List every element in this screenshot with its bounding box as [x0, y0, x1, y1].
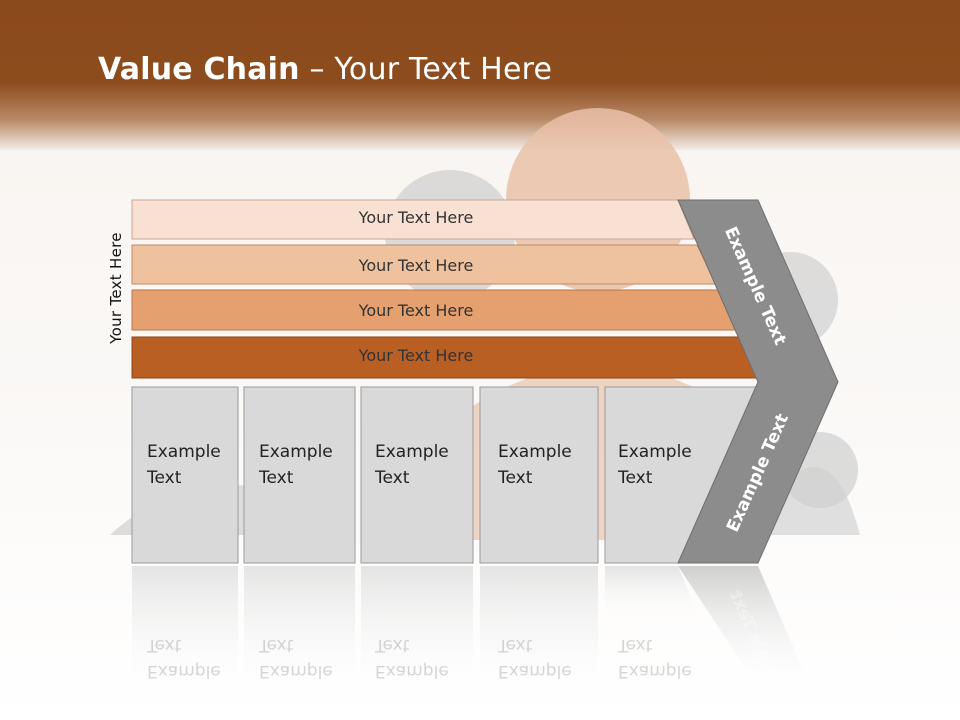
box-label-4-line2: Text — [498, 468, 533, 488]
activity-box-3 — [360, 386, 474, 564]
box-label-5-reflection-line1: Example — [618, 661, 692, 681]
title-bold: Value Chain — [98, 52, 300, 87]
title-rest: – Your Text Here — [299, 52, 553, 87]
box-label-5: Example Text — [618, 439, 692, 491]
box-label-4-reflection-line2: Text — [498, 635, 533, 655]
slide-title: Value Chain – Your Text Here — [98, 52, 552, 87]
box-label-3-line1: Example — [375, 442, 449, 462]
box-label-2-line2: Text — [259, 468, 294, 488]
box-label-2-reflection: Example Text — [259, 632, 333, 684]
vertical-axis-label: Your Text Here — [107, 232, 125, 344]
box-label-1: Example Text — [147, 439, 221, 491]
row-label-3: Your Text Here — [358, 301, 474, 320]
row-bar-1 — [131, 199, 695, 240]
box-label-5-line1: Example — [618, 442, 692, 462]
activity-box-5-reflection — [605, 566, 700, 620]
box-label-1-reflection-line1: Example — [147, 661, 221, 681]
box-label-2-reflection-line2: Text — [259, 635, 294, 655]
box-label-3-line2: Text — [375, 468, 410, 488]
box-label-1-reflection-line2: Text — [147, 635, 182, 655]
box-label-2: Example Text — [259, 439, 333, 491]
box-label-5-reflection-line2: Text — [618, 635, 653, 655]
box-label-1-line2: Text — [147, 468, 182, 488]
box-label-2-reflection-line1: Example — [259, 661, 333, 681]
box-label-4-reflection-line1: Example — [498, 661, 572, 681]
row-label-4: Your Text Here — [358, 346, 474, 365]
activity-box-2-reflection — [244, 566, 355, 696]
activity-box-1 — [131, 386, 239, 564]
box-label-3-reflection-line1: Example — [375, 661, 449, 681]
activity-box-3-reflection — [361, 566, 473, 696]
box-label-5-line2: Text — [618, 468, 653, 488]
box-label-3-reflection: Example Text — [375, 632, 449, 684]
box-label-3: Example Text — [375, 439, 449, 491]
activity-box-2 — [243, 386, 356, 564]
chevron-reflection — [678, 566, 812, 690]
box-label-5-reflection: Example Text — [618, 632, 692, 684]
activity-box-4 — [479, 386, 599, 564]
activity-box-4-reflection — [480, 566, 598, 696]
box-label-1-reflection: Example Text — [147, 632, 221, 684]
box-label-4: Example Text — [498, 439, 572, 491]
header-band — [0, 0, 960, 150]
activity-box-1-reflection — [132, 566, 238, 696]
row-label-1: Your Text Here — [358, 208, 474, 227]
box-label-3-reflection-line2: Text — [375, 635, 410, 655]
chevron-arrow — [677, 199, 839, 564]
box-label-1-line1: Example — [147, 442, 221, 462]
box-label-2-line1: Example — [259, 442, 333, 462]
box-label-4-reflection: Example Text — [498, 632, 572, 684]
row-label-2: Your Text Here — [358, 256, 474, 275]
box-label-4-line1: Example — [498, 442, 572, 462]
